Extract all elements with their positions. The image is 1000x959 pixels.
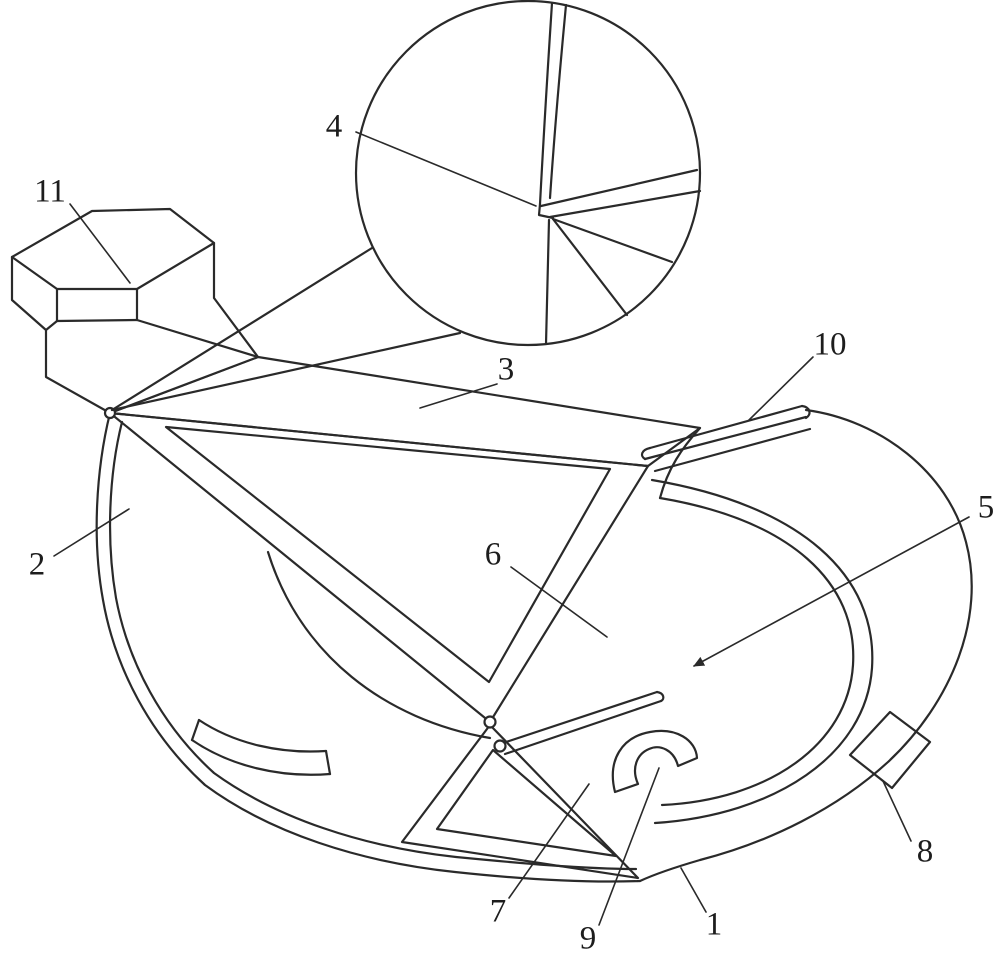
truss-frame-part — [108, 411, 665, 756]
detail-view — [110, 0, 702, 412]
leader-6 — [510, 566, 608, 638]
bottom-plate-part — [400, 723, 640, 880]
leader-2 — [53, 508, 130, 557]
ref-label-2: 2 — [28, 546, 46, 583]
leader-3 — [419, 383, 498, 409]
ref-label-1: 1 — [705, 906, 723, 943]
detail-circle — [354, 0, 702, 347]
leader-9 — [598, 767, 660, 926]
leader-lines — [53, 131, 970, 926]
rail-part — [640, 404, 812, 473]
leader-4 — [355, 131, 537, 207]
leader-8 — [882, 780, 912, 842]
ref-label-8: 8 — [916, 833, 934, 870]
arc-slot-part — [190, 718, 332, 776]
leader-10 — [748, 356, 814, 421]
inner-wall-arc — [266, 550, 492, 740]
ref-label-4: 4 — [325, 108, 343, 145]
ref-label-9: 9 — [579, 920, 597, 957]
cylindrical-band-part — [638, 408, 973, 883]
stepped-bracket-part — [10, 207, 260, 415]
band-cutout — [848, 710, 932, 790]
curved-body-part — [95, 411, 642, 883]
ref-label-3: 3 — [497, 351, 515, 388]
leader-1 — [680, 867, 707, 913]
joint-pins — [103, 406, 507, 753]
leader-5 — [693, 516, 970, 667]
ref-label-10: 10 — [813, 326, 847, 363]
leader-7 — [508, 783, 590, 899]
hook-part — [611, 729, 699, 794]
leader-11 — [69, 203, 131, 284]
ref-label-11: 11 — [34, 173, 66, 210]
projection-line — [110, 246, 374, 412]
ref-label-5: 5 — [977, 489, 995, 526]
projection-line — [110, 331, 462, 412]
ref-label-6: 6 — [484, 536, 502, 573]
ref-label-7: 7 — [489, 893, 507, 930]
